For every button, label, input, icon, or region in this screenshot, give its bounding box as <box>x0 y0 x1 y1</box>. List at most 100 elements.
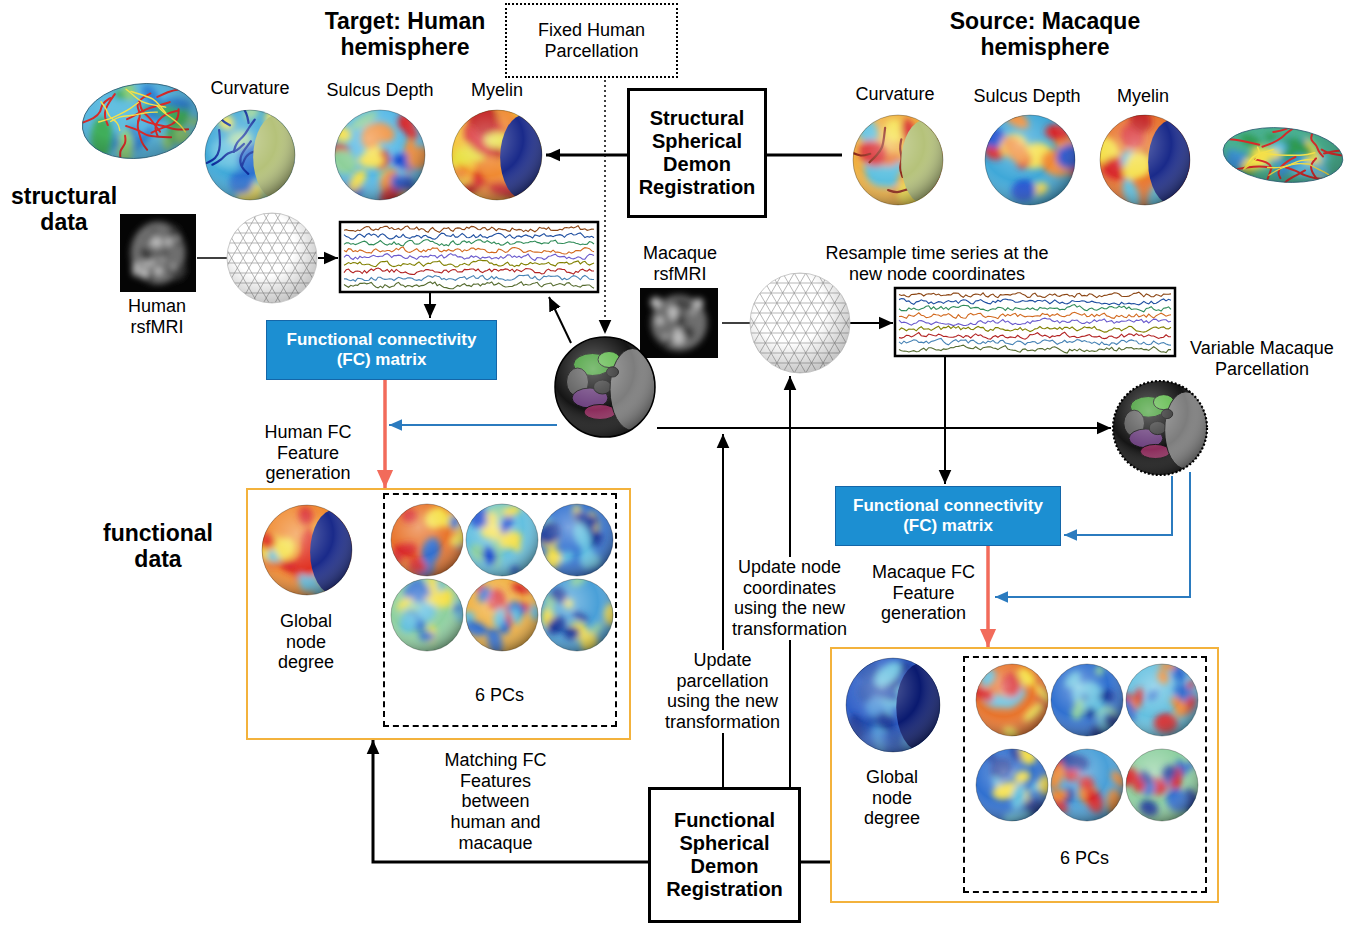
brain-sphere <box>466 579 538 651</box>
brain-sphere <box>985 115 1075 205</box>
time-series <box>899 338 1171 345</box>
brain-sphere <box>534 504 613 576</box>
brain-sphere <box>1044 749 1129 821</box>
brain-sphere <box>205 110 295 200</box>
brain-sphere <box>262 505 352 595</box>
brain-sphere <box>325 106 436 210</box>
brain-sphere <box>1051 664 1123 736</box>
brain-sphere <box>541 569 620 655</box>
time-series <box>899 305 1171 312</box>
mri-image <box>131 222 186 284</box>
brain-sphere <box>854 115 950 214</box>
mri-image <box>640 288 718 358</box>
brain-sphere <box>205 110 295 200</box>
brain-sphere <box>839 115 964 214</box>
brain-sphere <box>846 654 950 757</box>
brain-sphere <box>452 110 542 200</box>
brain-sphere <box>976 742 1055 829</box>
parcellation-sphere <box>1113 381 1207 475</box>
brain-sphere <box>541 504 613 576</box>
flow-arrow <box>604 80 606 334</box>
brain-sphere <box>253 505 360 601</box>
brain-sphere <box>391 579 463 651</box>
time-series <box>344 282 594 289</box>
mri-image <box>139 268 149 278</box>
brain-sphere <box>541 504 613 576</box>
brain-sphere <box>1126 664 1198 736</box>
mesh-sphere <box>732 255 869 392</box>
brain-sphere <box>466 503 538 576</box>
brain-sphere <box>1051 749 1123 821</box>
brain-sphere <box>204 102 295 217</box>
parcellation-sphere <box>555 337 655 437</box>
annotation-label: Myelin <box>1098 86 1188 107</box>
time-series <box>344 275 594 281</box>
brain-sphere <box>436 96 550 204</box>
mesh-sphere <box>211 197 334 320</box>
annotation-label: Human rsfMRI <box>107 296 207 337</box>
parcellation-sphere <box>1113 381 1207 475</box>
mri-image <box>157 253 161 257</box>
mri-image <box>131 222 187 284</box>
brain-sphere <box>534 504 613 576</box>
brain-sphere <box>541 569 620 655</box>
mri-image <box>673 333 684 344</box>
time-series <box>340 222 598 292</box>
flow-arrow <box>722 322 751 324</box>
mesh-sphere <box>732 255 869 392</box>
brain-sphere <box>466 504 538 576</box>
brain-sphere <box>1051 664 1123 736</box>
matrix-box: Functional connectivity (FC) matrix <box>266 320 497 380</box>
brain-sphere <box>452 110 542 200</box>
brain-sphere <box>1051 749 1123 821</box>
mri-image <box>656 317 663 324</box>
mri-image <box>175 237 180 242</box>
mri-image <box>120 214 196 292</box>
flow-arrow <box>389 424 557 426</box>
mesh-sphere <box>211 197 334 320</box>
brain-surface <box>1218 123 1348 187</box>
brain-sphere <box>541 579 613 651</box>
mri-image <box>151 228 156 233</box>
mri-image <box>172 230 179 237</box>
mri-image <box>165 238 173 246</box>
brain-sphere <box>335 110 425 200</box>
node-text: Functional connectivity (FC) matrix <box>273 330 490 369</box>
mri-image <box>640 288 718 358</box>
flow-arrow <box>318 257 338 259</box>
brain-sphere <box>1084 104 1201 214</box>
brain-sphere <box>985 115 1075 205</box>
brain-sphere <box>325 106 436 210</box>
node-text: Structural Spherical Demon Registration <box>636 107 758 199</box>
brain-sphere <box>253 505 360 601</box>
node-text: 6 PCs <box>385 685 615 706</box>
node-text: Functional Spherical Demon Registration <box>657 809 792 901</box>
brain-sphere <box>391 504 463 576</box>
node-text: Functional connectivity (FC) matrix <box>842 496 1054 535</box>
brain-sphere <box>970 664 1055 741</box>
brain-sphere <box>846 654 950 757</box>
time-series <box>344 226 594 232</box>
time-series <box>899 332 1171 339</box>
brain-sphere <box>1116 749 1207 821</box>
pc-group: 6 PCs <box>383 493 617 727</box>
brain-surface <box>77 76 215 166</box>
brain-sphere <box>204 87 302 217</box>
brain-sphere <box>390 503 475 582</box>
mri-image <box>650 297 661 308</box>
brain-sphere <box>976 749 1048 821</box>
mri-image <box>694 304 699 309</box>
brain-sphere <box>466 504 538 576</box>
annotation-label: Macaque rsfMRI <box>630 243 730 284</box>
brain-sphere <box>1084 104 1201 214</box>
brain-sphere <box>1100 115 1190 205</box>
brain-sphere <box>1100 115 1190 205</box>
annotation-label: Sulcus Depth <box>315 80 445 101</box>
brain-sphere <box>970 665 1055 741</box>
time-series <box>899 345 1171 353</box>
brain-sphere <box>325 106 436 210</box>
brain-sphere <box>1116 749 1207 821</box>
brain-sphere <box>391 572 471 651</box>
mri-image <box>132 263 139 270</box>
